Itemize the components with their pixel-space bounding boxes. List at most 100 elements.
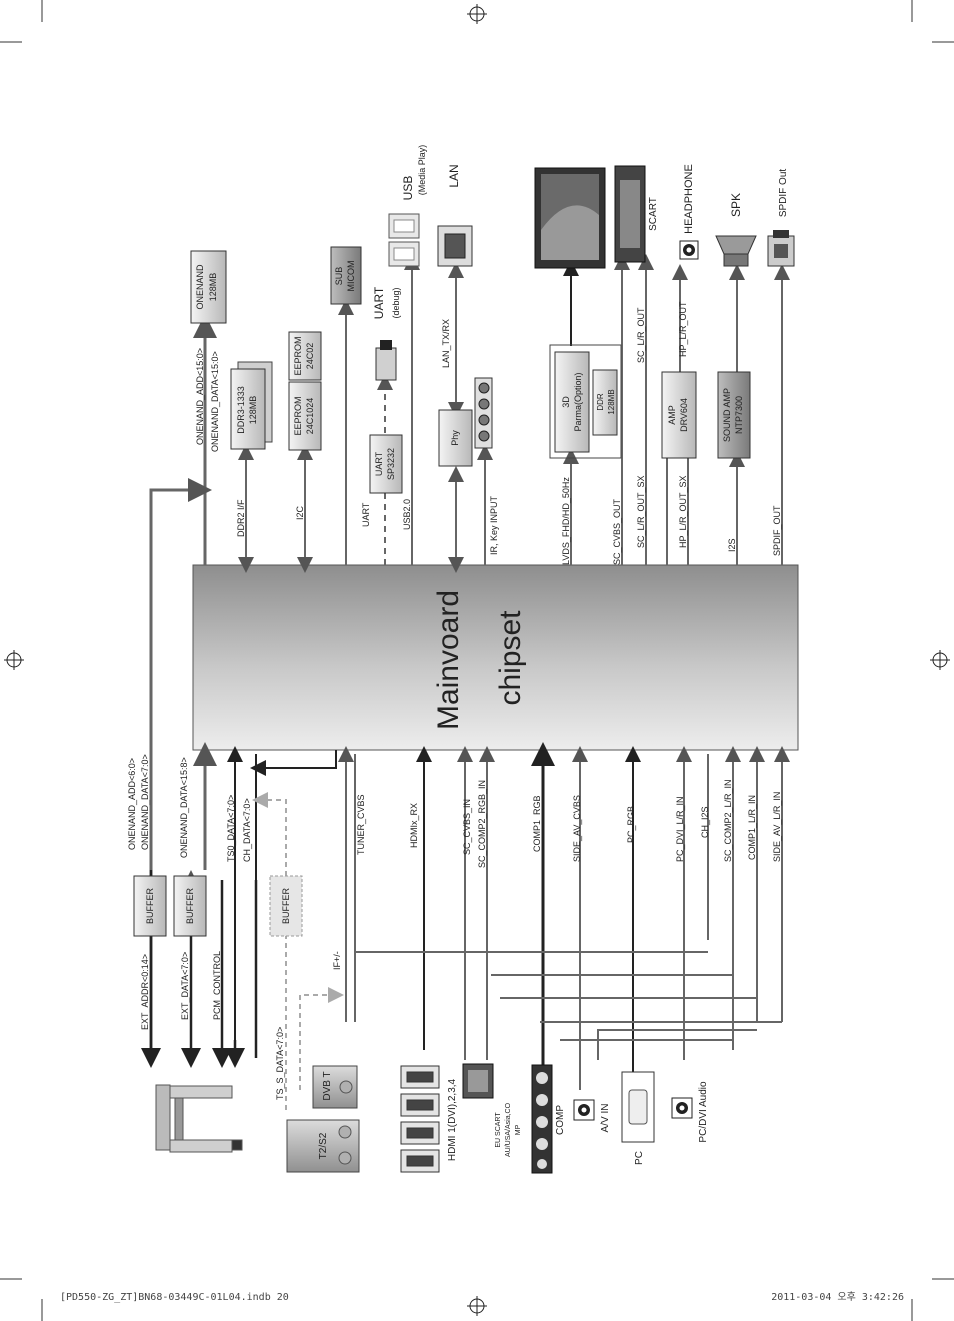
svg-text:I2S: I2S — [727, 538, 737, 552]
ddr3-block: DDR3-1333 128MB — [230, 361, 273, 450]
parma-group: 3D Parma(Option) DDR 128MB — [549, 344, 622, 459]
uart-sp3232-block: UART SP3232 — [369, 434, 403, 494]
svg-text:EEPROM: EEPROM — [293, 336, 303, 375]
svg-text:SC_CVBS_OUT: SC_CVBS_OUT — [612, 498, 622, 565]
svg-text:IF+/-: IF+/- — [332, 951, 342, 970]
svg-text:BUFFER: BUFFER — [281, 887, 291, 924]
svg-text:128MB: 128MB — [208, 273, 218, 302]
svg-text:SC_CVBS_IN: SC_CVBS_IN — [462, 799, 472, 855]
svg-text:PCM_CONTROL: PCM_CONTROL — [212, 951, 222, 1020]
svg-text:EXT_ADDR<0:14>: EXT_ADDR<0:14> — [140, 954, 150, 1030]
av-in-jack-icon — [573, 1099, 595, 1121]
ts-dashed-lines — [252, 792, 344, 1110]
svg-text:COMP1_L/R_IN: COMP1_L/R_IN — [747, 795, 757, 860]
bottom-lower-signal-labels: EXT_ADDR<0:14> EXT_DATA<7:0> PCM_CONTROL… — [140, 951, 342, 1100]
dvb-t-tuner-icon — [312, 1065, 358, 1109]
svg-text:IR, Key INPUT: IR, Key INPUT — [489, 495, 499, 555]
hdmi-port-icon — [400, 1065, 440, 1173]
svg-text:CH_DATA<7:0>: CH_DATA<7:0> — [242, 798, 252, 862]
svg-text:COMP1_RGB: COMP1_RGB — [532, 795, 542, 852]
registration-target-icon — [4, 4, 950, 1316]
svg-text:24C1024: 24C1024 — [305, 398, 315, 435]
svg-text:SCART: SCART — [648, 197, 659, 231]
svg-text:USB: USB — [401, 176, 415, 201]
svg-text:SUB: SUB — [334, 267, 344, 286]
svg-text:TS_S_DATA<7:0>: TS_S_DATA<7:0> — [275, 1027, 285, 1100]
svg-text:128MB: 128MB — [607, 389, 616, 414]
sound-amp-block: SOUND AMP NTP7300 — [717, 371, 751, 459]
buffer-1: BUFFER — [133, 875, 167, 937]
chipset-title: Mainvoard — [432, 590, 465, 730]
svg-text:UART: UART — [372, 286, 386, 319]
svg-text:DDR2 I/F: DDR2 I/F — [236, 499, 246, 537]
svg-text:ONENAND_DATA<15:0>: ONENAND_DATA<15:0> — [210, 351, 220, 452]
svg-text:LAN_TX/RX: LAN_TX/RX — [441, 319, 451, 368]
svg-text:LAN: LAN — [447, 164, 461, 187]
svg-text:SPK: SPK — [729, 193, 743, 217]
svg-text:SPDIF Out: SPDIF Out — [778, 169, 789, 218]
svg-text:LVDS_FHD/HD_50Hz: LVDS_FHD/HD_50Hz — [561, 477, 571, 565]
pc-vga-connector-icon — [621, 1071, 655, 1143]
buffer-2: BUFFER — [173, 875, 207, 937]
uart-debug-connector-icon — [375, 340, 397, 381]
svg-text:USB2.0: USB2.0 — [402, 499, 412, 530]
svg-text:SC_COMP2_L/R_IN: SC_COMP2_L/R_IN — [723, 779, 733, 862]
svg-text:128MB: 128MB — [248, 396, 258, 425]
display-panel-icon — [534, 167, 606, 269]
eeprom-24c1024-block: EEPROM 24C1024 — [288, 381, 322, 451]
svg-text:PC: PC — [634, 1151, 645, 1165]
phy-block: Phy — [438, 409, 473, 467]
headphone-jack-icon — [679, 240, 699, 260]
svg-text:3D: 3D — [561, 396, 571, 408]
svg-text:DVB T: DVB T — [322, 1071, 333, 1100]
bottom-device-labels: DVB T T2/S2 HDMI 1(DVI),2,3,4 EU SCART A… — [318, 1071, 709, 1165]
svg-text:AMP: AMP — [667, 405, 677, 425]
spdif-connector-icon — [767, 230, 795, 267]
svg-text:BUFFER: BUFFER — [145, 887, 155, 924]
t2-s2-tuner-icon — [286, 1119, 360, 1173]
pc-dvi-audio-jack-icon — [671, 1097, 693, 1119]
svg-text:SC_L/R_OUT_SX: SC_L/R_OUT_SX — [636, 475, 646, 548]
svg-text:SC_L/R_OUT: SC_L/R_OUT — [636, 307, 646, 363]
svg-text:SIDE_AV_L/R_IN: SIDE_AV_L/R_IN — [772, 792, 782, 862]
svg-text:(Media Play): (Media Play) — [417, 145, 427, 196]
onenand-block: ONENAND 128MB — [190, 250, 227, 324]
svg-text:MP: MP — [515, 1124, 522, 1135]
svg-text:UART: UART — [374, 451, 384, 476]
svg-text:24C02: 24C02 — [305, 343, 315, 370]
svg-text:PC_RGB: PC_RGB — [626, 806, 636, 843]
svg-text:SIDE_AV_CVBS: SIDE_AV_CVBS — [572, 795, 582, 862]
top-signal-labels: ONENAND_ADD<15:0> ONENAND_DATA<15:0> DDR… — [195, 301, 782, 565]
pcmcia-slot-icon — [155, 1084, 243, 1153]
svg-text:HP_L/R_OUT: HP_L/R_OUT — [678, 301, 688, 357]
svg-text:SC_COMP2_RGB_IN: SC_COMP2_RGB_IN — [477, 780, 487, 868]
speaker-icon — [715, 235, 757, 267]
svg-text:PC/DVI Audio: PC/DVI Audio — [698, 1081, 709, 1143]
top-device-labels: USB (Media Play) LAN UART (debug) SCART … — [372, 145, 789, 319]
svg-text:Phy: Phy — [450, 430, 460, 446]
svg-text:ONENAND_ADD<6:0>: ONENAND_ADD<6:0> — [127, 758, 137, 850]
svg-text:HEADPHONE: HEADPHONE — [683, 164, 695, 234]
svg-text:NTP7300: NTP7300 — [734, 396, 744, 434]
svg-text:EU SCART: EU SCART — [495, 1112, 502, 1148]
svg-text:SPDIF_OUT: SPDIF_OUT — [772, 505, 782, 556]
svg-text:HP_L/R_OUT_SX: HP_L/R_OUT_SX — [678, 475, 688, 548]
chipset-subtitle: chipset — [494, 610, 527, 706]
svg-text:(debug): (debug) — [391, 287, 401, 318]
svg-text:COMP: COMP — [555, 1105, 566, 1135]
mainboard-chipset — [192, 564, 799, 751]
scart-connector-icon — [614, 165, 646, 263]
svg-text:CH_I2S: CH_I2S — [700, 806, 710, 838]
svg-text:ONENAND: ONENAND — [195, 264, 205, 310]
eeprom-24c02-block: EEPROM 24C02 — [288, 331, 322, 381]
svg-text:EEPROM: EEPROM — [293, 396, 303, 435]
svg-text:PC_DVI_L/R_IN: PC_DVI_L/R_IN — [675, 796, 685, 862]
svg-text:AU/USA/Asia,CO: AU/USA/Asia,CO — [505, 1102, 512, 1157]
svg-text:DDR3-1333: DDR3-1333 — [236, 386, 246, 434]
svg-text:SOUND AMP: SOUND AMP — [722, 388, 732, 442]
bottom-connections — [193, 742, 790, 1090]
svg-text:T2/S2: T2/S2 — [318, 1132, 329, 1159]
svg-text:ONENAND_ADD<15:0>: ONENAND_ADD<15:0> — [195, 348, 205, 445]
